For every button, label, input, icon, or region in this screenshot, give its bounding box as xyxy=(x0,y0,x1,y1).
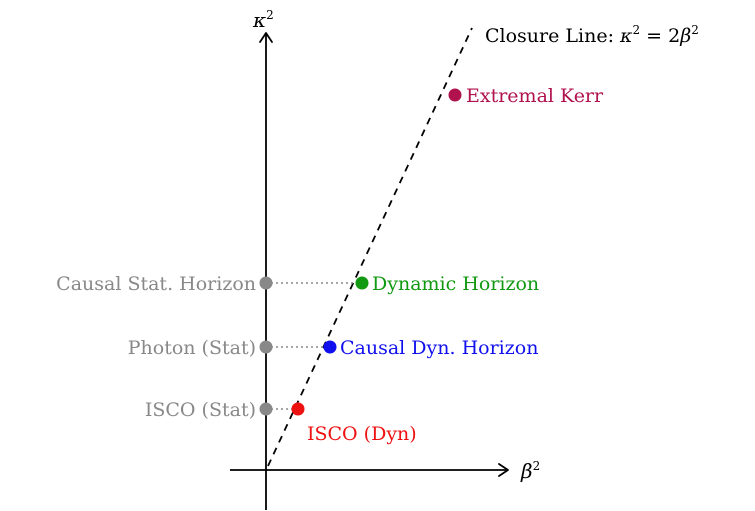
x-axis-arrowhead xyxy=(498,463,509,477)
dynamic-horizon-point xyxy=(355,276,369,290)
dynamic-horizon-label: Dynamic Horizon xyxy=(372,273,539,295)
causal-dyn-horizon-point xyxy=(323,340,337,354)
causal-dyn-horizon-label: Causal Dyn. Horizon xyxy=(340,337,538,359)
isco-dyn-point xyxy=(291,402,305,416)
y-axis-label: κ2 xyxy=(252,8,274,32)
isco-stat-label: ISCO (Stat) xyxy=(145,399,256,421)
closure-line-label: Closure Line: κ2 = 2β2 xyxy=(485,23,699,47)
causal-stat-horizon-point xyxy=(259,276,273,290)
isco-dyn-label: ISCO (Dyn) xyxy=(307,423,417,445)
photon-stat-label: Photon (Stat) xyxy=(128,337,256,359)
closure-line xyxy=(267,27,473,467)
photon-stat-point xyxy=(259,340,273,354)
isco-stat-point xyxy=(259,402,273,416)
extremal-kerr-point xyxy=(448,88,462,102)
x-axis-label: β2 xyxy=(520,459,540,483)
causal-stat-horizon-label: Causal Stat. Horizon xyxy=(56,273,256,295)
y-axis-arrowhead xyxy=(259,32,273,43)
extremal-kerr-label: Extremal Kerr xyxy=(466,85,604,107)
